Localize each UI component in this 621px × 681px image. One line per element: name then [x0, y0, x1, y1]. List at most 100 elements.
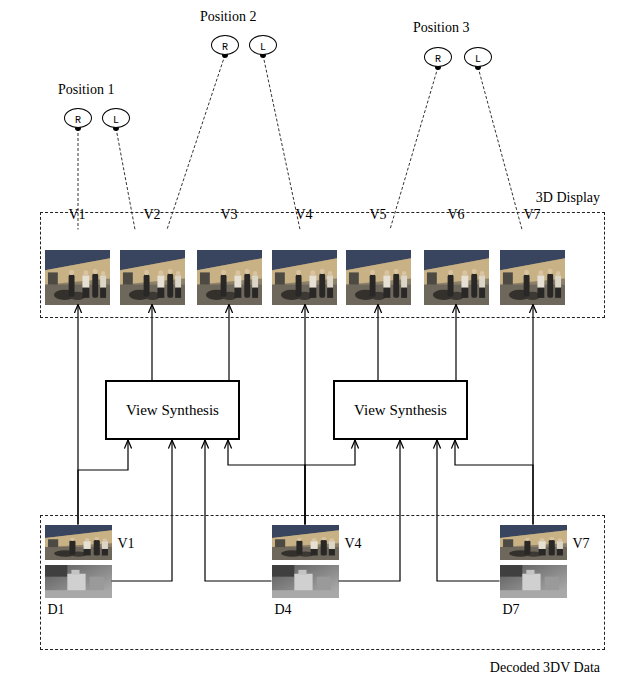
node-label: V4 — [345, 536, 362, 551]
sight-line — [478, 67, 522, 230]
node-label: V1 — [68, 207, 85, 222]
depth-image — [500, 565, 567, 598]
view-image — [346, 250, 411, 305]
node-label: L — [475, 54, 481, 65]
view-image — [45, 525, 112, 560]
sight-line — [390, 67, 438, 230]
view-node: V1 — [45, 230, 110, 305]
data-arrow — [377, 305, 378, 381]
text-holder: V4 — [272, 205, 337, 223]
depth-image — [272, 565, 339, 598]
view-node: V4 — [272, 230, 337, 305]
sight-line — [116, 128, 135, 230]
text-holder: D7 — [503, 600, 563, 644]
eye-circle: R — [424, 47, 452, 67]
view-image — [272, 250, 337, 305]
view-thumbnails — [45, 250, 567, 598]
node-label: D1 — [48, 602, 65, 617]
text-holder: View Synthesis — [354, 401, 447, 419]
node-label: R — [435, 54, 441, 65]
eye-circle: L — [102, 108, 130, 128]
node-label: L — [260, 42, 266, 53]
text-holder: V3 — [197, 205, 262, 223]
text-holder: V6 — [424, 205, 489, 223]
depth-node: D4 — [272, 565, 339, 617]
sight-line — [263, 55, 300, 230]
view-image — [120, 250, 185, 305]
data-arrow — [228, 440, 305, 525]
node-label: Decoded 3DV Data — [490, 660, 600, 675]
node-label: V5 — [369, 207, 386, 222]
connectors — [78, 55, 533, 581]
position-label: Position 3 — [413, 20, 469, 35]
data-arrow — [532, 305, 533, 525]
text-holder: V7 — [573, 534, 591, 587]
depth-node: D7 — [500, 565, 567, 617]
node-label: V7 — [523, 207, 540, 222]
node-label: 3D Display — [536, 190, 600, 205]
text-holder: V5 — [346, 205, 411, 223]
position-label-holder: Position 1 — [58, 80, 114, 98]
data-arrow — [437, 440, 500, 581]
text-holder: Decoded 3DV Data — [490, 658, 600, 676]
text-holder: R — [435, 48, 441, 66]
text-holder: L — [260, 36, 266, 54]
node-label: View Synthesis — [126, 402, 219, 418]
node-label: D4 — [275, 602, 292, 617]
data-arrow — [305, 440, 355, 525]
view-node: V3 — [197, 230, 262, 305]
texture-node: V7 — [500, 525, 595, 560]
process-box: View Synthesis — [105, 380, 240, 440]
text-holder: View Synthesis — [126, 401, 219, 419]
eye-circle: R — [211, 35, 239, 55]
node-label: V7 — [573, 536, 590, 551]
view-image — [424, 250, 489, 305]
view-image — [272, 525, 339, 560]
data-arrow — [455, 440, 533, 525]
node-label: D7 — [503, 602, 520, 617]
position-label-holder: Position 2 — [200, 7, 256, 25]
text-holder: V2 — [120, 205, 185, 223]
data-arrow — [339, 440, 401, 581]
text-holder: V7 — [500, 205, 565, 223]
data-arrow — [205, 440, 272, 581]
view-node: V7 — [500, 230, 565, 305]
node-label: R — [75, 115, 81, 126]
node-label: V4 — [295, 207, 312, 222]
data-arrow — [455, 305, 456, 381]
eye-circle: L — [249, 35, 277, 55]
text-holder: R — [222, 36, 228, 54]
view-image — [500, 525, 567, 560]
texture-node: V1 — [45, 525, 140, 560]
node-label: L — [113, 115, 119, 126]
view-image — [45, 250, 110, 305]
eye-circle: L — [464, 47, 492, 67]
view-node: V2 — [120, 230, 185, 305]
texture-node: V4 — [272, 525, 367, 560]
view-image — [197, 250, 262, 305]
node-label: V6 — [447, 207, 464, 222]
text-holder: L — [113, 109, 119, 127]
data-arrow — [228, 305, 229, 381]
eye-circle: R — [64, 108, 92, 128]
depth-image — [45, 565, 112, 598]
node-label: R — [222, 42, 228, 53]
position-label-holder: Position 3 — [413, 18, 469, 36]
data-arrow — [112, 440, 173, 581]
display-region: 3D DisplayV1V2V3V4V5V6V7 — [40, 212, 605, 318]
view-image — [500, 250, 565, 305]
sight-line — [167, 55, 225, 230]
position-label: Position 2 — [200, 9, 256, 24]
data-arrow — [78, 440, 128, 525]
node-label: View Synthesis — [354, 402, 447, 418]
text-holder: R — [75, 109, 81, 127]
position-label: Position 1 — [58, 82, 114, 97]
text-holder: V1 — [45, 205, 110, 223]
text-holder: D4 — [275, 600, 335, 644]
node-label: V3 — [220, 207, 237, 222]
node-label: V1 — [118, 536, 135, 551]
data-arrow — [151, 305, 152, 381]
text-holder: 3D Display — [536, 188, 600, 206]
